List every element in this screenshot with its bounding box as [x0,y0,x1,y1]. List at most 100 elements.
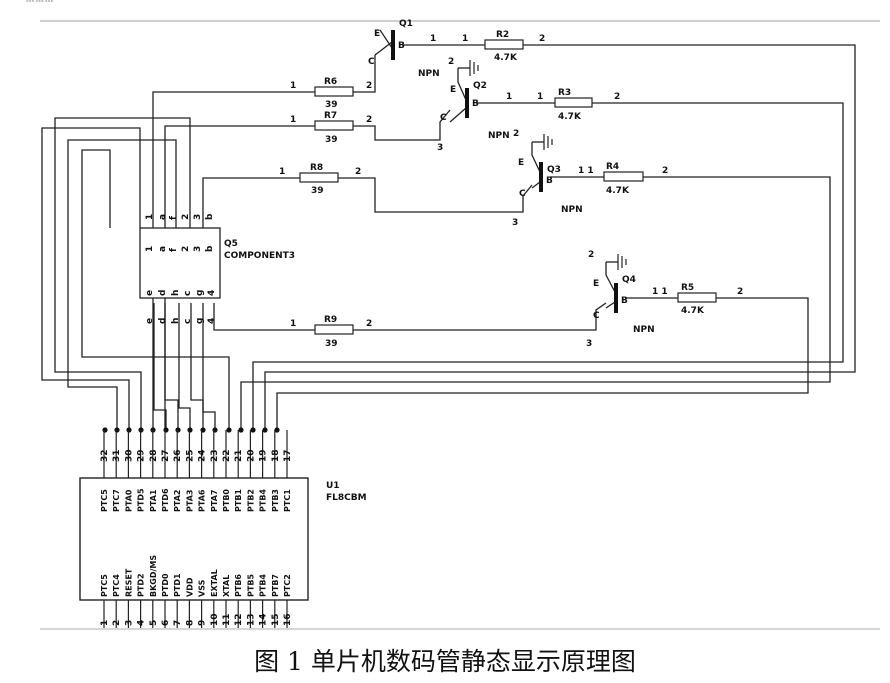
wire-loop-3 [67,139,177,430]
figure-caption: 图 1 单片机数码管静态显示原理图 [254,647,636,676]
r5-body [677,292,717,303]
transistor-bars [391,30,618,313]
disp-bottom-pin: e [145,318,155,324]
mcu-top-pin-number: 17 [283,449,293,462]
disp-top-pin: b [205,213,215,220]
q3-e: E [518,158,524,168]
mcu-bottom-pin-number: 4 [137,620,147,626]
q4-pin3: 3 [586,339,592,349]
mcu-top-pin-name: PTC5 [100,489,109,512]
ground-icon [469,60,479,76]
q3-b: B [546,176,553,186]
r9-ref: R9 [324,315,337,325]
mcu-top-pin-number: 28 [149,449,159,462]
q3-emitter [531,142,541,173]
mcu-bottom-pin-number: 6 [161,620,171,626]
q4-base-bar [614,283,618,313]
disp-bottom-pin: c [183,319,193,324]
r8-value: 39 [311,186,324,196]
q2-c: C [440,113,447,123]
disp-top-pin: 1 [145,214,155,220]
mcu-top-pin-name: PTC7 [112,489,121,512]
mcu-bottom-pin-name: BKGD/MS [149,555,158,597]
disp-bottom-pin: g [195,318,205,324]
q3-base-bar [539,162,543,192]
r7-body [314,120,354,131]
disp-top-pin: f [169,216,179,220]
disp-bottom-pin: h [171,290,181,296]
disp-top-pin: a [158,214,168,220]
mcu-top-pin-name: PTA0 [124,489,133,512]
q1-e: E [374,29,380,39]
wire-r4-out [240,176,831,430]
q2-base-bar [465,88,469,118]
mcu-bottom-pin-number: 8 [185,620,195,626]
disp-bottom-pin: 4 [207,318,217,324]
top-frame-line [40,20,880,22]
q4-emitter [605,262,616,293]
r2-ref: R2 [496,30,509,40]
q4-pin2: 2 [588,250,594,260]
disp-bottom-pin: 4 [207,290,217,296]
q2-e: E [450,85,456,95]
q3-ref: Q3 [547,165,561,175]
mcu-top-pin-name: PTB2 [246,489,255,512]
mcu-top-pin-number: 31 [112,449,122,462]
mcu-top-pin-number: 25 [185,449,195,462]
r3-body [554,97,593,108]
r6-ref: R6 [324,77,337,87]
r2-body [484,39,524,50]
r2-pin1: 1 [430,34,436,44]
mcu-top-pin-name: PTA2 [173,490,182,512]
r8-body [299,172,339,183]
r9-body [314,324,354,335]
display-body [139,227,221,299]
display-bottom-pins-inner: e d h c g 4 [145,290,217,296]
mcu-top-pin-name: PTB0 [222,489,231,512]
mcu-top-pin-number: 32 [100,449,110,462]
mcu-top-pin-name: PTB3 [271,489,280,512]
ground-symbols [469,60,627,270]
q4-ref: Q4 [622,275,636,285]
mcu-bottom-pin-name: VDD [185,577,194,597]
mcu-bottom-pin-name: EXTAL [210,569,219,597]
mcu-bottom-pin-number: 9 [198,620,208,626]
r3-pin1: 1 [506,92,512,102]
mcu-top-pin-name: PTB4 [259,489,268,512]
q4-c: C [593,311,600,321]
wire-loop-1 [41,127,141,430]
mcu-bottom-pin-number: 10 [210,613,220,626]
disp-top-pin: 3 [193,214,203,220]
mcu-bottom-pin-number: 3 [124,620,134,626]
mcu-top-pin-name: PTD5 [137,488,146,512]
mcu-bottom-pin-number: 16 [283,613,293,626]
mcu-top-pin-name: PTB1 [234,489,243,512]
q1-emitter [379,29,393,49]
r3-pin2: 2 [614,92,620,102]
mcu-top-pin-name: PTD6 [161,488,170,512]
q3-type: NPN [488,131,510,141]
r9-pin2: 2 [366,319,372,329]
q4-type: NPN [633,325,655,335]
disp-top-pin: f [169,248,179,252]
display-top-pins-outer: 1 a f 2 3 b [145,213,215,220]
r4-value: 4.7K [606,186,630,196]
q3-collector [531,181,541,189]
mcu-top-pin-name: PTC1 [283,489,292,512]
disp-top-pin: 3 [193,246,203,252]
display-name: COMPONENT3 [224,251,295,261]
r4-body [603,171,644,182]
mcu-bottom-pin-name: PTB4 [259,574,268,597]
wire-r9 [213,303,315,331]
wire-r9-c [353,302,607,331]
disp-top-pin: b [205,245,215,252]
wire-r6-c [353,55,376,93]
q1-c: C [368,57,375,67]
mcu-top-pin-name: PTA3 [185,490,194,512]
disp-bottom-pin: e [145,290,155,296]
mcu-top-pin-number: 18 [271,449,281,462]
r5-pin1: 1 1 [652,287,668,297]
mcu-bottom-pin-number: 15 [271,613,281,626]
